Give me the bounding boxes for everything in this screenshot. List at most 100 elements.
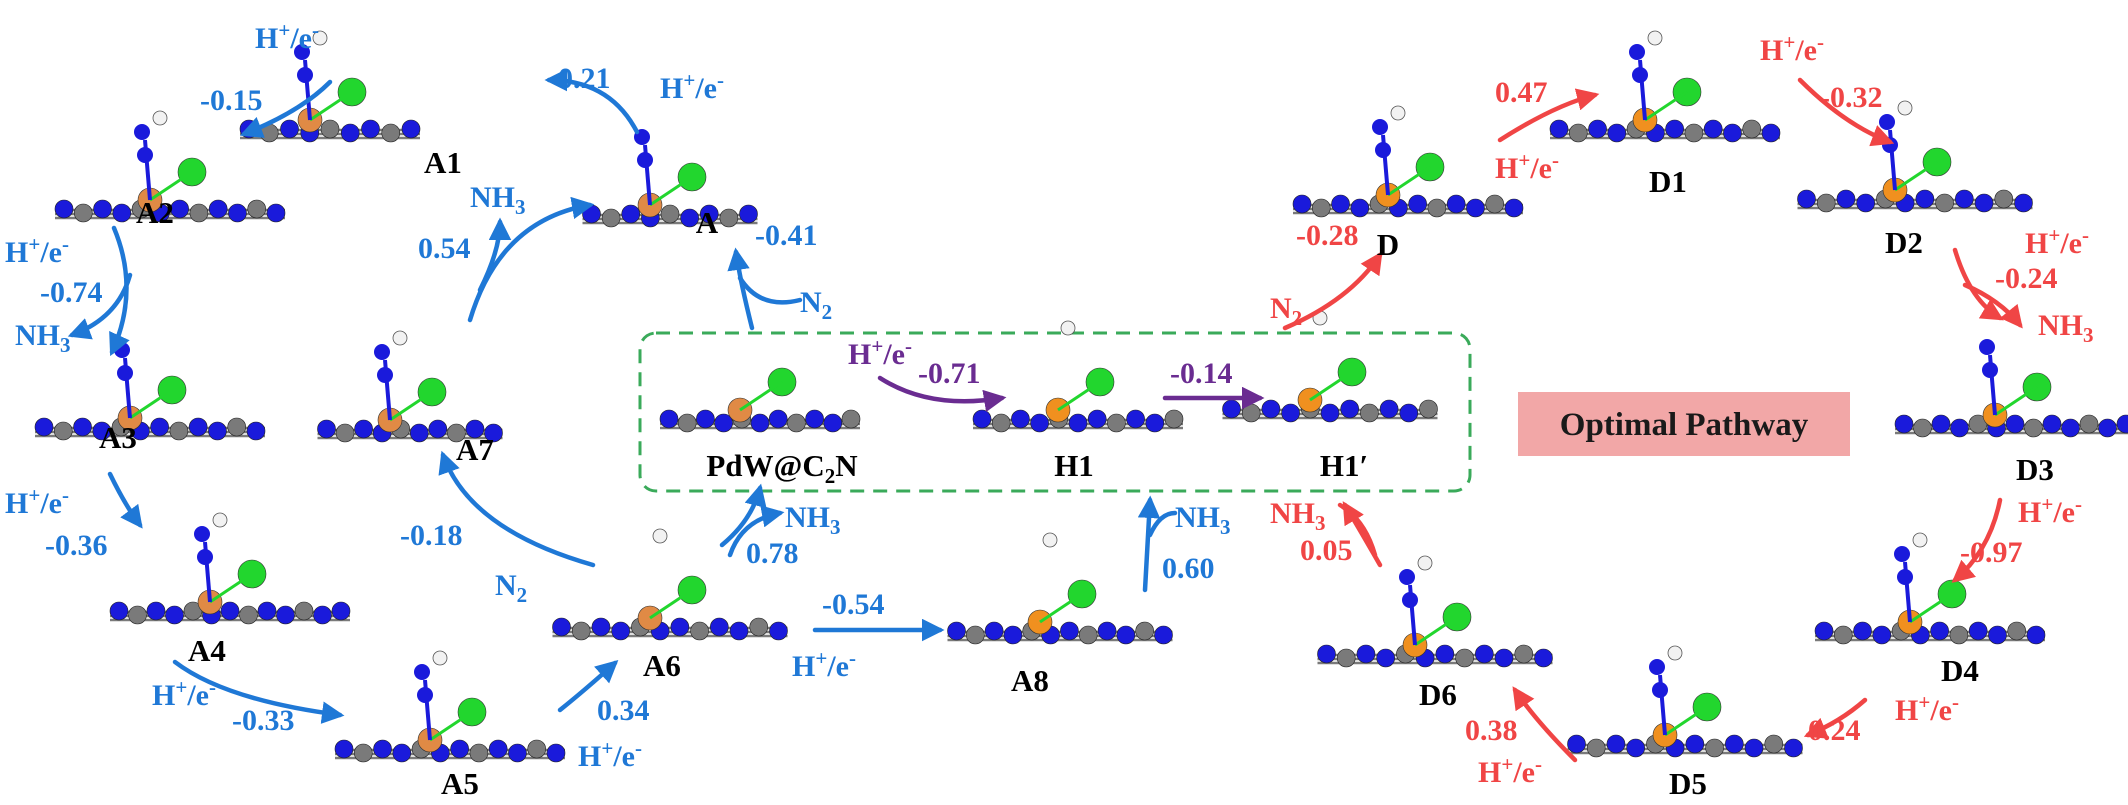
lattice-atom [1856,193,1875,213]
n-atom [194,526,210,542]
proton-electron-label: H+/e- [848,334,912,371]
lattice-atom [331,601,351,621]
energy-PdW-A: -0.41 [755,219,818,252]
lattice-atom [112,203,132,223]
lattice-atom [1494,648,1514,668]
metal-bond [389,390,433,422]
lattice-atom [1586,738,1606,758]
arrow-A6-NH3 [727,505,785,558]
lattice-atom [1872,625,1892,645]
lattice-atom [247,199,267,219]
lattice-atom [1078,625,1098,645]
lattice-atom [1607,123,1627,143]
energy-D6-H1p: 0.05 [1300,534,1353,567]
lattice-atom [34,417,54,437]
metal-bond [1414,615,1458,647]
metal-bond [1039,592,1083,624]
state-D5: D5 [1669,766,1707,801]
h-atom [1647,30,1663,46]
metal-bond [149,170,193,202]
n-atom [637,152,653,168]
lattice-atom [1320,403,1340,423]
lattice-atom [1814,621,1834,641]
optimal-pathway-label: Optimal Pathway [1560,407,1809,443]
lattice-atom [1241,403,1261,423]
lattice-atom [1761,123,1781,143]
n-atom [117,365,133,381]
lattice-atom [719,208,739,228]
h-atom [652,528,668,544]
n-atom [294,44,310,60]
lattice-atom [1606,734,1626,754]
lattice-atom [699,204,719,224]
arrow-D1-D2 [1797,77,1895,147]
h-atom [1060,320,1076,336]
proton-electron-label: H+/e- [255,18,319,55]
lattice-atom [1935,193,1954,213]
n-atom [1399,569,1415,585]
lattice-atom [1340,399,1359,419]
lattice-atom [239,605,258,625]
lattice-atom [1955,189,1974,209]
lattice-atom [1915,189,1935,209]
lattice-atom [670,617,690,637]
lattice-atom [276,605,295,625]
arrow-N2-in-A [737,275,803,305]
slab-PdW [659,367,861,433]
optimal-pathway-box [1518,392,1850,456]
slab-D3 [1894,339,2128,438]
lattice-atom [1087,409,1107,429]
arrow-D-D1 [1497,88,1600,143]
lattice-atom [1292,194,1312,214]
lattice-atom [1567,734,1586,754]
metal-bond [649,588,693,620]
lattice-atom [1350,198,1370,218]
state-D: D [1377,227,1399,262]
n-atom [1402,592,1418,608]
metal-bond [1894,160,1938,192]
lattice-atom [1030,413,1049,433]
arrow-D2-D3 [1952,247,2004,321]
lattice-atom [1514,644,1534,664]
n-atom [1649,659,1665,675]
lattice-atom [2026,625,2046,645]
arrow-PdW-A [727,247,755,331]
lattice-atom [677,413,697,433]
lattice-atom [373,739,392,759]
lattice-atom [1994,189,2014,209]
metal-bond [209,572,253,604]
arrow-A6-NH3-up [719,483,767,548]
state-A6: A6 [643,648,681,683]
nitrogen-label: N2 [495,569,527,607]
lattice-atom [266,203,286,223]
lattice-atom [335,423,355,443]
lattice-atom [128,605,147,625]
energy-A4-A5: -0.33 [232,704,295,737]
lattice-atom [749,617,769,637]
proton-electron-label: H+/e- [2018,492,2082,529]
lattice-atom [1135,621,1154,641]
lattice-atom [401,119,421,139]
slab-A1 [239,30,421,143]
proton-electron-label: H+/e- [1760,30,1824,67]
slab-D4 [1814,532,2046,645]
state-A7: A7 [456,432,494,467]
lattice-atom [1376,648,1395,668]
lattice-atom [1836,189,1856,209]
state-A8: A8 [1011,663,1049,698]
h-atom [1390,105,1406,121]
lattice-atom [660,204,680,224]
lattice-atom [690,621,709,641]
energy-H1-H1p: -0.14 [1170,357,1233,390]
lattice-atom [1107,413,1126,433]
lattice-atom [381,123,401,143]
metal-bond [1387,165,1431,197]
lattice-atom [1725,734,1744,754]
h-atom [212,512,228,528]
lattice-atom [1968,621,1988,641]
lattice-atom [2042,414,2062,434]
energy-A-A1: 0.21 [558,62,611,95]
ammonia-label: NH3 [785,501,841,539]
slab-H1p [1222,310,1438,423]
state-H1p: H1′ [1320,448,1368,483]
